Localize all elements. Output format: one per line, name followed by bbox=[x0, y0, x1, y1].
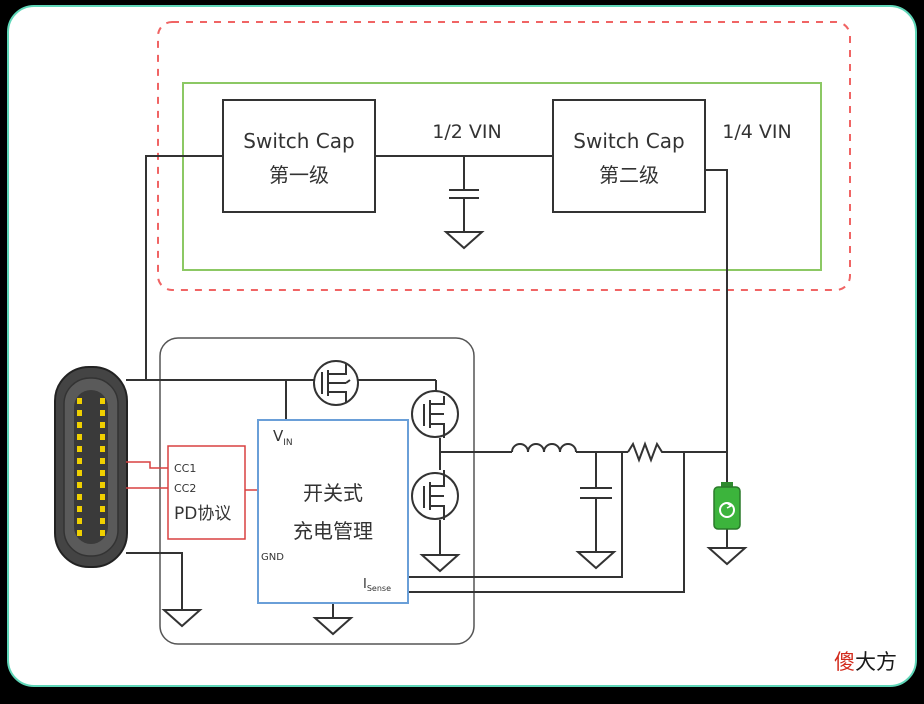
charger-ic-box bbox=[257, 419, 409, 604]
ground-icon bbox=[161, 609, 203, 628]
watermark: 傻大方 bbox=[834, 646, 897, 676]
watermark-accent: 傻 bbox=[834, 650, 855, 674]
half-vin-label: 1/2 VIN bbox=[432, 121, 501, 143]
watermark-rest: 大方 bbox=[855, 650, 897, 674]
top-wires bbox=[145, 155, 728, 484]
ground-icon bbox=[419, 554, 461, 573]
cc1-label: CC1 bbox=[174, 462, 196, 475]
battery-icon bbox=[713, 482, 741, 530]
charger-title-line1: 开关式 bbox=[303, 481, 363, 505]
switch-cap-stage2-box bbox=[552, 99, 706, 213]
low-side-mosfet-icon bbox=[411, 470, 459, 520]
output-capacitor bbox=[580, 487, 612, 499]
switch-cap-stage2-line2: 第二级 bbox=[599, 163, 659, 187]
ground-icon bbox=[575, 551, 617, 570]
quarter-vin-label: 1/4 VIN bbox=[722, 121, 791, 143]
charger-gnd-pin: GND bbox=[261, 552, 284, 563]
high-side-mosfet-icon bbox=[411, 390, 459, 438]
panel-background bbox=[7, 5, 917, 687]
switch-cap-stage1-box bbox=[222, 99, 376, 213]
inductor-icon bbox=[511, 443, 577, 453]
charger-vin-pin: VIN bbox=[273, 427, 293, 448]
pd-cc-wires bbox=[126, 461, 258, 491]
ground-icon bbox=[706, 547, 748, 566]
charger-title-line2: 充电管理 bbox=[293, 519, 373, 543]
ground-icon bbox=[312, 617, 354, 636]
top-mosfet-icon bbox=[313, 360, 359, 406]
pd-protocol-box bbox=[167, 445, 246, 540]
ground-icon bbox=[443, 231, 485, 250]
charger-module-box bbox=[159, 337, 475, 645]
usb-c-connector bbox=[54, 366, 128, 568]
top-capacitor bbox=[449, 189, 479, 232]
switch-cap-stage1-line2: 第一级 bbox=[269, 163, 329, 187]
switch-cap-green-box bbox=[182, 82, 822, 271]
charger-isense-pin: ISense bbox=[363, 577, 391, 593]
cc2-label: CC2 bbox=[174, 482, 196, 495]
switch-cap-stage1-line1: Switch Cap bbox=[243, 129, 354, 153]
sense-resistor-icon bbox=[627, 441, 666, 463]
switch-cap-stage2-line1: Switch Cap bbox=[573, 129, 684, 153]
pd-protocol-label: PD协议 bbox=[174, 504, 231, 524]
